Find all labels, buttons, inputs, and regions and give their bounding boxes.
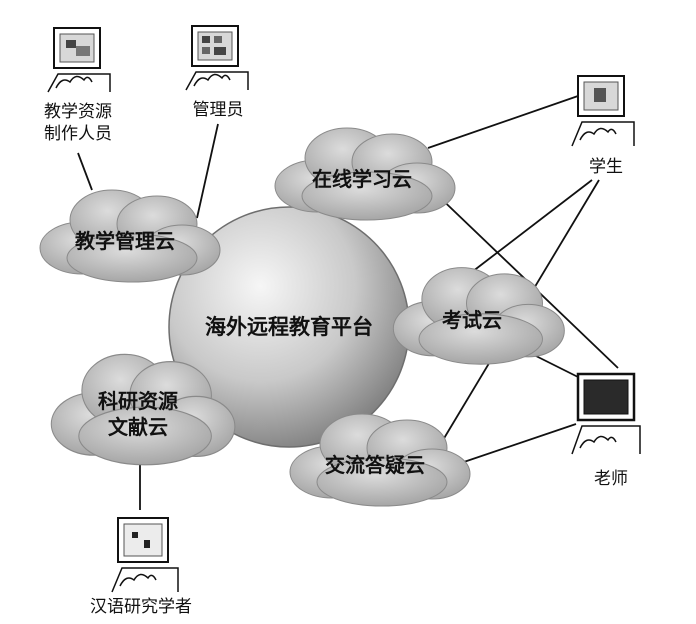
line-producers-teachmgmt [77,152,93,191]
cloud-research-label-line2: 文献云 [108,415,168,439]
cloud-qa: 交流答疑云 [289,413,471,507]
line-online-student [427,95,579,149]
researcher-label: 汉语研究学者 [90,597,192,617]
platform-label: 海外远程教育平台 [205,315,373,339]
computer-user-icon [571,372,641,455]
computer-user-icon [111,517,179,593]
producers-label-line2: 制作人员 [44,124,112,144]
cloud-teaching-management: 教学管理云 [39,189,221,283]
computer-user-icon [185,25,249,91]
cloud-exam-label: 考试云 [442,308,502,332]
line-admin-teachmgmt [196,123,219,219]
line-exam-student [467,179,593,276]
student-label: 学生 [589,157,623,177]
cloud-research-label-line1: 科研资源 [98,389,178,413]
computer-user-icon [571,75,635,147]
admin-label: 管理员 [193,100,244,120]
cloud-online-learning: 在线学习云 [274,127,456,221]
teacher-label: 老师 [594,469,628,489]
cloud-online-learning-label: 在线学习云 [312,167,412,191]
cloud-qa-label: 交流答疑云 [325,453,425,477]
producers-label-line1: 教学资源 [44,102,112,122]
computer-user-icon [47,27,111,93]
cloud-teaching-management-label: 教学管理云 [75,229,175,253]
line-qa-teacher [451,423,577,467]
